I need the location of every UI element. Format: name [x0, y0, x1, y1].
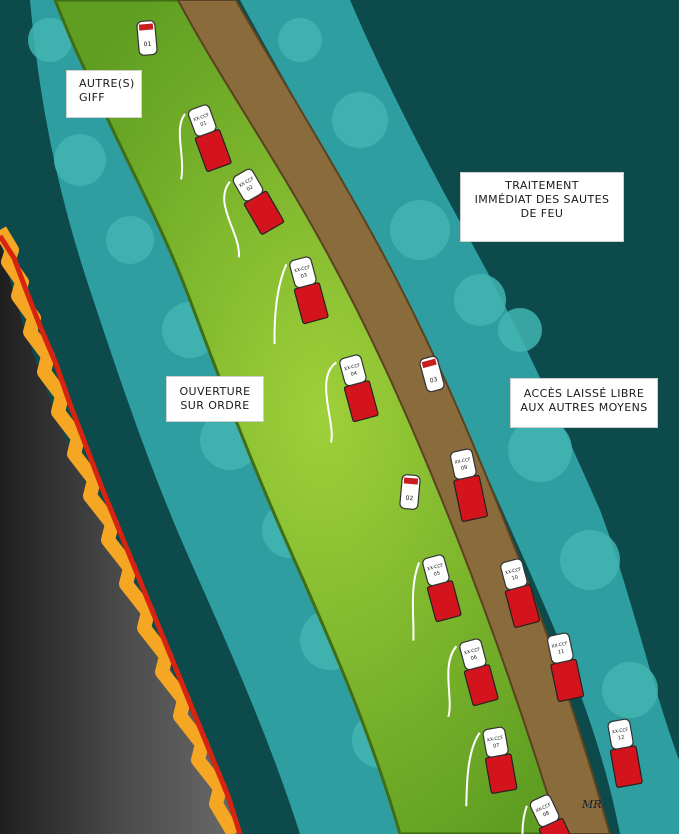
label-acces-laisse-libre: ACCÈS LAISSÉ LIBRE AUX AUTRES MOYENS [510, 378, 658, 428]
truck-12-number: 12 [618, 735, 625, 742]
lead-car-01: 01 [137, 20, 158, 55]
truck-07-number: 07 [493, 743, 500, 750]
artist-signature: MR [582, 798, 602, 811]
lead-car-01-plate: 01 [143, 41, 151, 49]
lead-car-02: 02 [400, 474, 421, 509]
label-traitement-sautes-de-feu: TRAITEMENT IMMÉDIAT DES SAUTES DE FEU [460, 172, 624, 242]
label-autres-giff: AUTRE(S) GIFF [66, 70, 142, 118]
lead-car-02-plate: 02 [405, 495, 413, 503]
label-ouverture-sur-ordre: OUVERTURE SUR ORDRE [166, 376, 264, 422]
